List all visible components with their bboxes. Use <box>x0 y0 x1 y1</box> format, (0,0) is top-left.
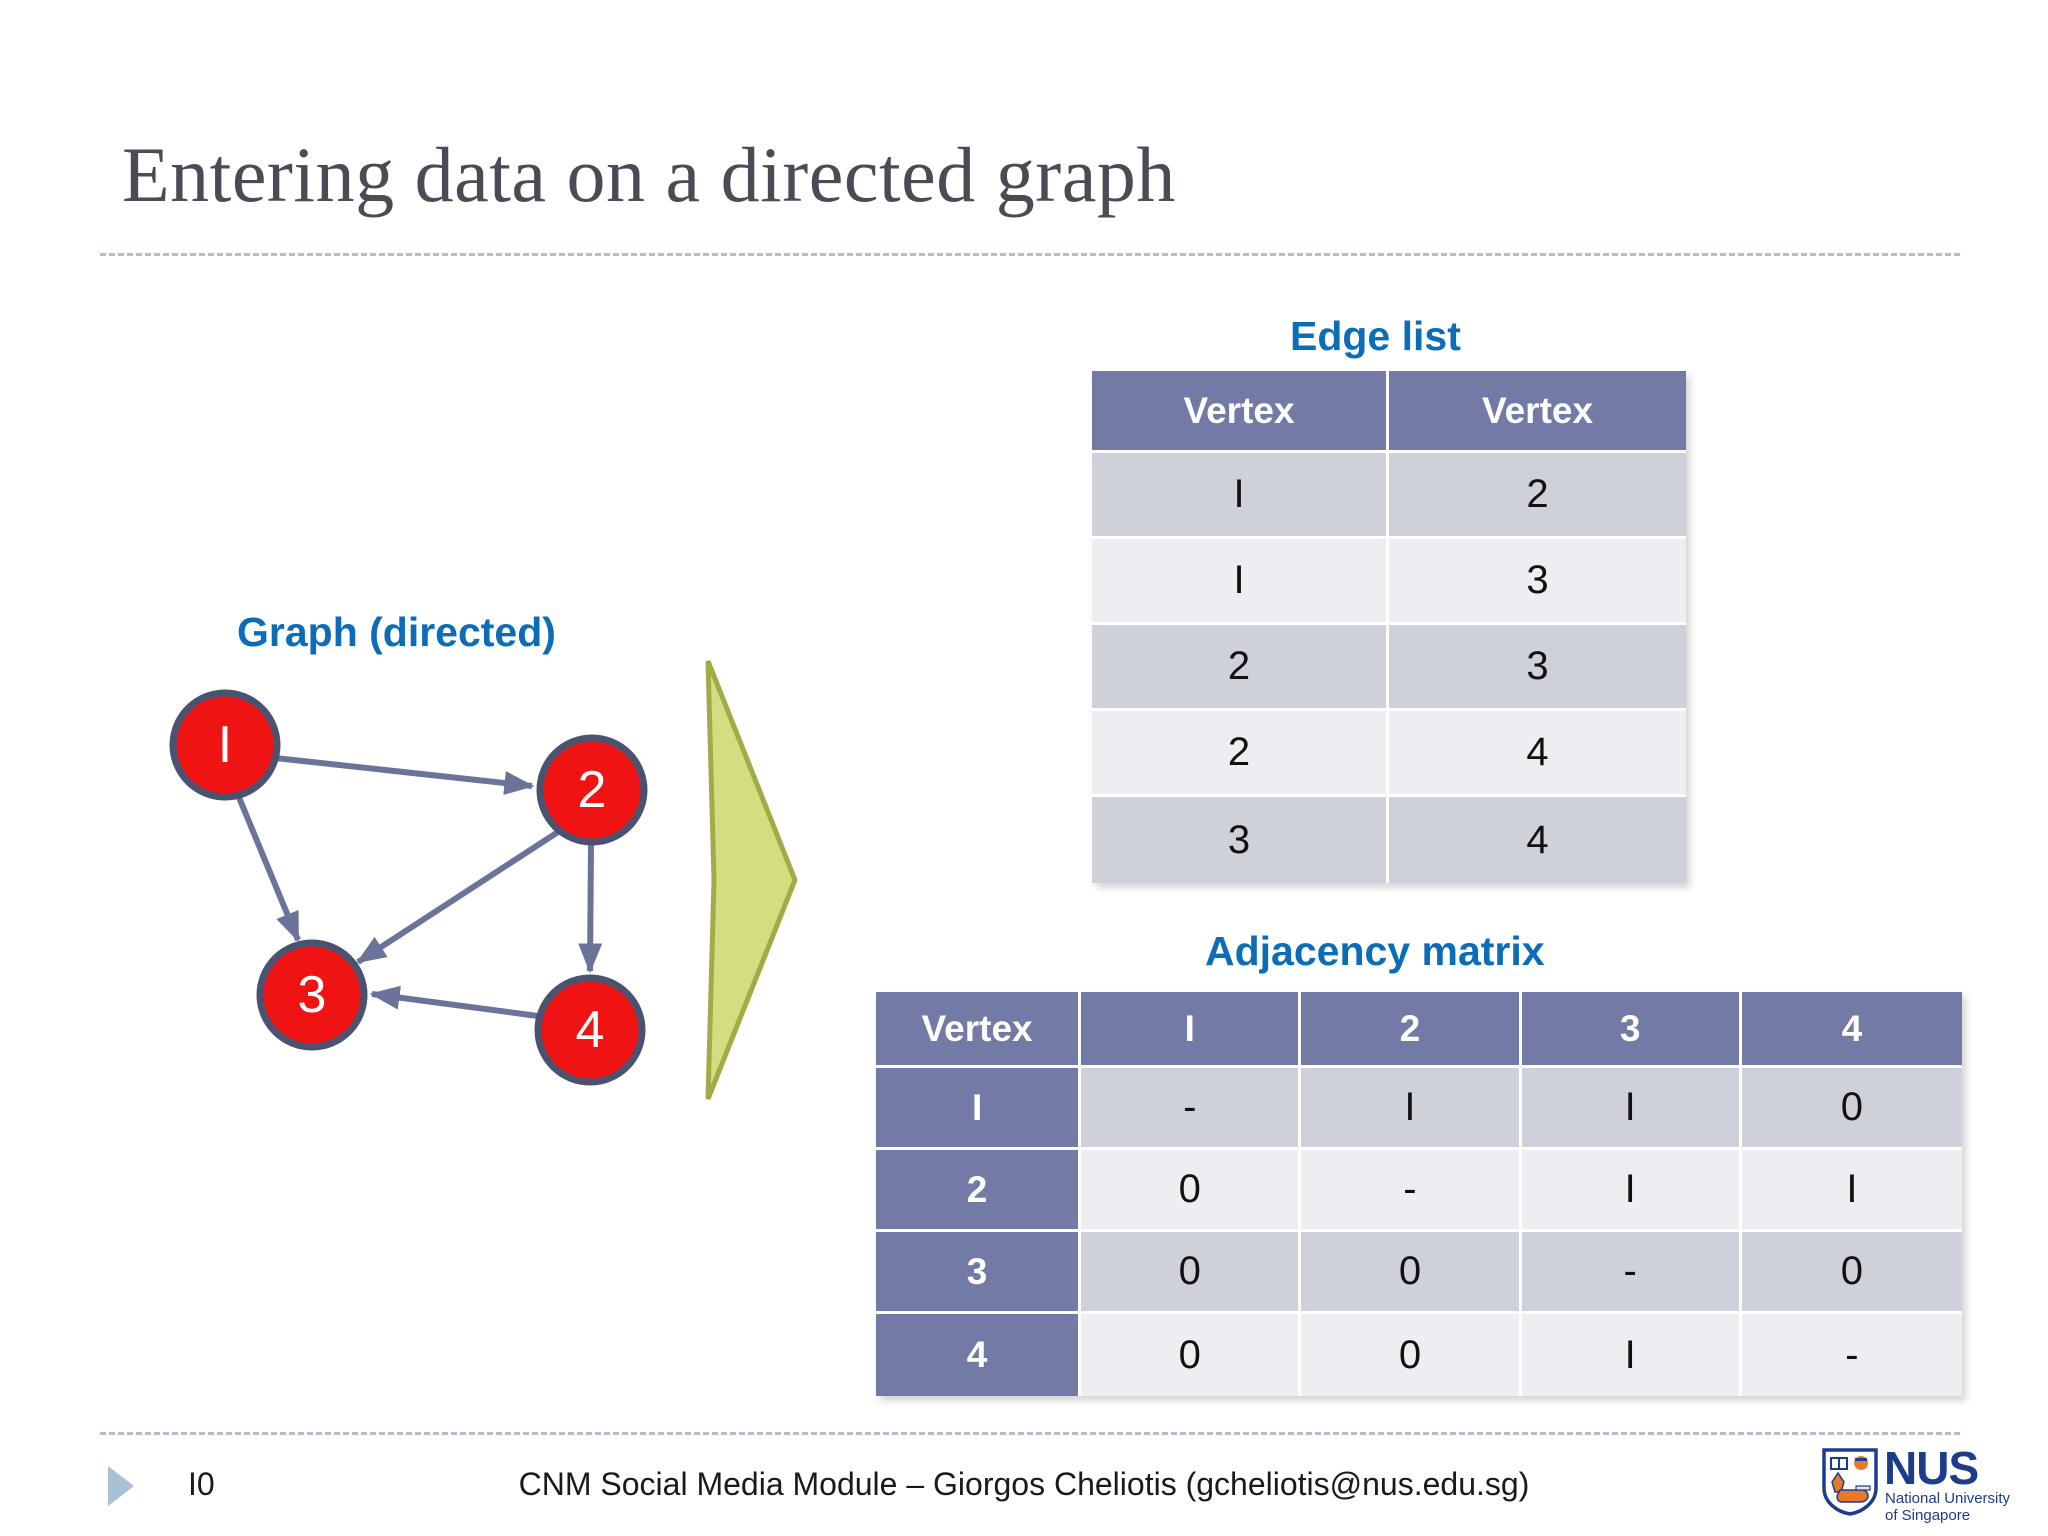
adjacency-cell: 0 <box>1741 1232 1962 1314</box>
graph-node-3: 3 <box>256 939 368 1051</box>
edge-cell-to: 4 <box>1389 711 1686 797</box>
adjacency-cell: - <box>1301 1150 1522 1232</box>
edge-cell-from: I <box>1092 453 1389 539</box>
page-title: Entering data on a directed graph <box>122 131 1176 218</box>
adjacency-row-header: 4 <box>876 1314 1082 1396</box>
adjacency-matrix-table: Vertex I 2 3 4 I - I I 0 2 0 - I I <box>876 992 1962 1396</box>
adjacency-cell: - <box>1521 1232 1742 1314</box>
graph-edge-1-3 <box>235 793 301 943</box>
adjacency-cell: 0 <box>1081 1150 1302 1232</box>
adjacency-cell: 0 <box>1081 1232 1302 1314</box>
nus-wordmark: NUS <box>1884 1442 1979 1494</box>
adjacency-cell: 0 <box>1741 1068 1962 1150</box>
graph-edge-1-2 <box>274 755 535 795</box>
directed-graph-diagram: I 2 3 4 <box>120 660 820 1130</box>
graph-section-heading: Graph (directed) <box>237 609 556 655</box>
table-row: 2 3 <box>1092 625 1686 711</box>
graph-node-1: I <box>169 689 281 801</box>
adjacency-cell: I <box>1741 1150 1962 1232</box>
graph-node-4-label: 4 <box>576 1001 605 1059</box>
adjacency-cell: - <box>1081 1068 1302 1150</box>
edge-list-heading: Edge list <box>1290 313 1461 359</box>
adjacency-header-row: Vertex I 2 3 4 <box>876 992 1962 1068</box>
adjacency-cell: 0 <box>1301 1314 1522 1396</box>
edge-cell-to: 2 <box>1389 453 1686 539</box>
edge-list-header-row: Vertex Vertex <box>1092 371 1686 453</box>
graph-edge-2-4 <box>578 843 603 974</box>
adjacency-cell: 0 <box>1301 1232 1522 1314</box>
adjacency-row-header: 2 <box>876 1150 1082 1232</box>
edge-cell-to: 3 <box>1389 539 1686 625</box>
adjacency-cell: I <box>1521 1068 1742 1150</box>
table-row: 4 0 0 I - <box>876 1314 1962 1396</box>
table-row: I 3 <box>1092 539 1686 625</box>
page-number: I0 <box>188 1466 215 1502</box>
table-row: I 2 <box>1092 453 1686 539</box>
edge-cell-from: 2 <box>1092 625 1389 711</box>
adjacency-row-header: I <box>876 1068 1082 1150</box>
edge-cell-from: 2 <box>1092 711 1389 797</box>
table-row: 2 4 <box>1092 711 1686 797</box>
graph-node-4: 4 <box>534 974 646 1086</box>
edge-list-col-header-to: Vertex <box>1389 371 1686 453</box>
adjacency-cell: I <box>1301 1068 1522 1150</box>
adjacency-cell: 0 <box>1081 1314 1302 1396</box>
table-row: 3 4 <box>1092 797 1686 883</box>
graph-edge-2-3 <box>355 829 560 965</box>
edge-list-table: Vertex Vertex I 2 I 3 2 3 2 4 3 <box>1092 371 1686 883</box>
edge-cell-from: 3 <box>1092 797 1389 883</box>
adjacency-cell: - <box>1741 1314 1962 1396</box>
adjacency-row-header: 3 <box>876 1232 1082 1314</box>
adjacency-col-header-2: 2 <box>1301 992 1522 1068</box>
graph-edge-4-3 <box>369 985 539 1019</box>
edge-cell-to: 3 <box>1389 625 1686 711</box>
nus-subtext: National University of Singapore <box>1885 1490 2011 1524</box>
adjacency-col-header-4: 4 <box>1741 992 1962 1068</box>
title-divider <box>100 253 1960 256</box>
graph-node-2: 2 <box>536 734 648 846</box>
footer-divider <box>100 1432 1960 1435</box>
nus-logo: NUS National University of Singapore <box>1822 1442 2012 1524</box>
table-row: 3 0 0 - 0 <box>876 1232 1962 1314</box>
footer-credit-text: CNM Social Media Module – Giorgos Chelio… <box>518 1466 1530 1502</box>
nus-crest-icon <box>1822 1448 1878 1516</box>
right-pointing-arrow-icon <box>700 655 810 1105</box>
graph-nodes: I 2 3 4 <box>169 689 648 1086</box>
table-row: I - I I 0 <box>876 1068 1962 1150</box>
edge-cell-from: I <box>1092 539 1389 625</box>
triangle-bullet-icon <box>108 1466 134 1506</box>
adjacency-matrix-heading: Adjacency matrix <box>1205 928 1545 974</box>
graph-node-3-label: 3 <box>298 966 327 1024</box>
adjacency-cell: I <box>1521 1314 1742 1396</box>
table-row: 2 0 - I I <box>876 1150 1962 1232</box>
edge-list-col-header-from: Vertex <box>1092 371 1389 453</box>
graph-node-2-label: 2 <box>578 761 607 819</box>
graph-edges <box>235 755 603 1019</box>
adjacency-col-header-3: 3 <box>1521 992 1742 1068</box>
graph-node-1-label: I <box>218 716 232 774</box>
edge-cell-to: 4 <box>1389 797 1686 883</box>
adjacency-cell: I <box>1521 1150 1742 1232</box>
adjacency-col-header-1: I <box>1081 992 1302 1068</box>
adjacency-col-header-vertex: Vertex <box>876 992 1082 1068</box>
